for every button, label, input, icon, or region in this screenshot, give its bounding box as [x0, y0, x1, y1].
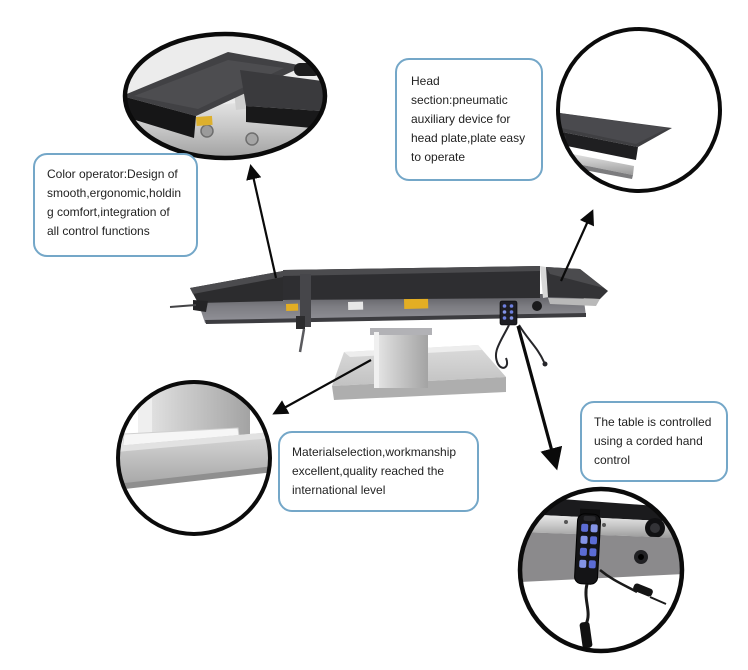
warning-label-small	[286, 303, 299, 311]
arrow-to-cushion-circle	[246, 163, 278, 279]
arrow-to-base-circle	[272, 359, 372, 415]
detail-circle-hand-control	[517, 486, 685, 654]
arrow-to-head-plate-circle	[559, 209, 594, 282]
callout-hand-control-text: The table is controlled using a corded h…	[594, 415, 712, 467]
info-label	[348, 301, 364, 310]
table-control-panel	[499, 300, 518, 326]
table-cords	[494, 324, 548, 369]
callout-material-quality: Materialselection,workmanship excellent,…	[278, 431, 479, 512]
annotation-arrows	[246, 163, 594, 471]
warning-label	[404, 298, 429, 309]
callout-material-quality-text: Materialselection,workmanship excellent,…	[292, 445, 457, 497]
callout-head-section: Head section:pneumatic auxiliary device …	[395, 58, 543, 181]
callout-color-operator-text: Color operator:Design of smooth,ergonomi…	[47, 167, 182, 238]
table-column	[370, 328, 432, 388]
arrow-to-hand-control-circle	[516, 325, 563, 471]
detail-circle-steel-base	[116, 380, 272, 536]
side-rail-clamp	[296, 274, 311, 353]
callout-color-operator: Color operator:Design of smooth,ergonomi…	[33, 153, 198, 257]
detail-circle-head-plate	[556, 27, 722, 193]
detail-circle-cushion-pads	[122, 31, 328, 161]
callout-hand-control: The table is controlled using a corded h…	[580, 401, 728, 482]
table-mattress	[169, 266, 608, 312]
callout-head-section-text: Head section:pneumatic auxiliary device …	[411, 74, 526, 164]
rail-knob	[532, 301, 542, 311]
hand-control-remote	[574, 508, 602, 585]
product-image-operating-table	[169, 266, 608, 400]
